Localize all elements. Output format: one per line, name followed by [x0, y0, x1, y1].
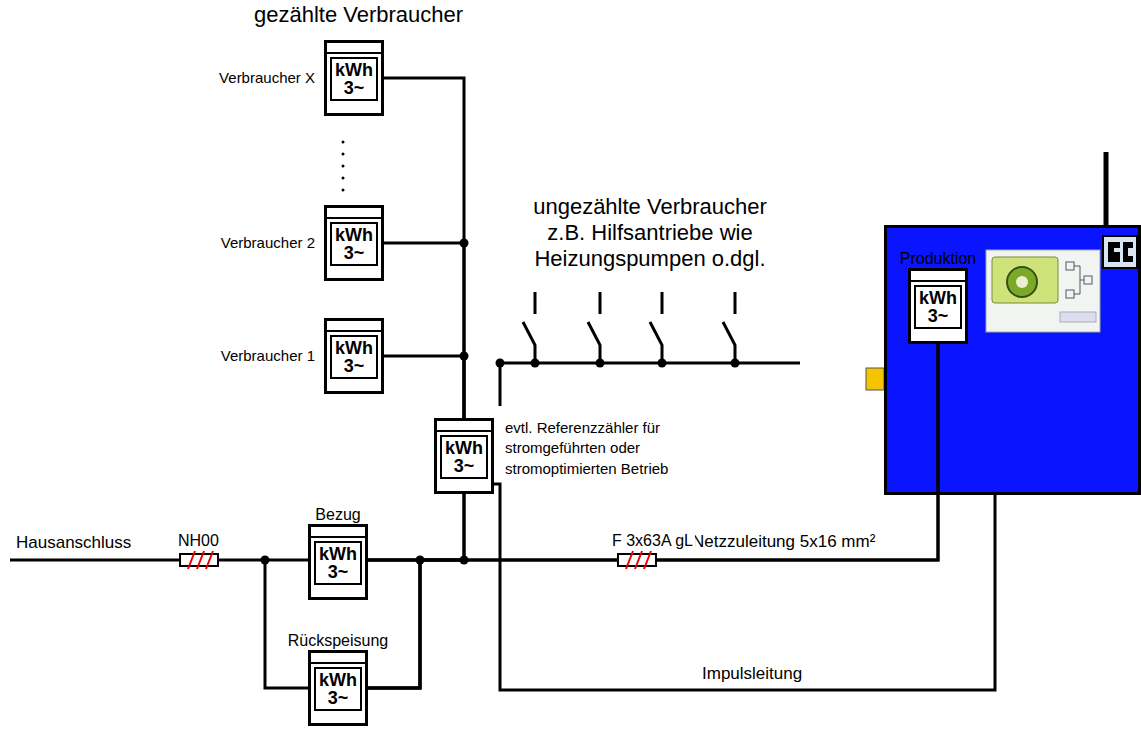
- wire-label: Impulsleitung: [700, 664, 804, 684]
- fuse-label: F 3x63A gL: [610, 531, 695, 550]
- meter-band: [311, 527, 365, 538]
- meter-band: [327, 43, 381, 54]
- meter-face: kWh 3~: [314, 541, 362, 585]
- logo-mark: [1103, 236, 1137, 268]
- meter-label: evtl. Referenzzähler für stromgeführten …: [505, 418, 710, 479]
- unmetered-note: ungezählte Verbraucher z.B. Hilfsantrieb…: [517, 194, 783, 272]
- energy-meter: evtl. Referenzzähler für stromgeführten …: [434, 418, 494, 494]
- junction-dot: [731, 359, 740, 368]
- controller-housing: [986, 250, 1100, 332]
- controller-display: [992, 257, 1058, 303]
- wire-connector: [384, 78, 464, 418]
- junction-dot: [496, 359, 505, 368]
- fuse-hatch: [188, 551, 213, 569]
- wire-connector: [368, 344, 938, 560]
- meter-face: kWh 3~: [330, 57, 378, 101]
- meter-label: Rückspeisung: [288, 631, 389, 650]
- wire-label: Netzzuleitung 5x16 mm²: [690, 532, 877, 552]
- junction-group: [261, 239, 740, 565]
- meter-band: [311, 653, 365, 664]
- energy-meter: RückspeisungkWh 3~: [308, 650, 368, 726]
- wire-connector: [384, 243, 464, 418]
- controller-picture: [986, 250, 1100, 332]
- junction-dot: [416, 556, 425, 565]
- meter-face: kWh 3~: [330, 335, 378, 379]
- energy-meter: ProduktionkWh 3~: [908, 268, 968, 344]
- switch-symbol: [523, 292, 535, 363]
- switch-symbol: [723, 292, 735, 363]
- dot: [342, 141, 345, 144]
- meter-band: [327, 321, 381, 332]
- meter-label: Verbraucher 1: [221, 347, 315, 365]
- wire-connector: [368, 494, 464, 560]
- wire-connector: [368, 560, 420, 688]
- junction-dot: [460, 556, 469, 565]
- meter-band: [327, 208, 381, 219]
- meter-face: kWh 3~: [314, 667, 362, 711]
- switch-symbol: [588, 292, 600, 363]
- controller-icon: [1066, 262, 1074, 270]
- meter-band: [911, 271, 965, 282]
- energy-meter: Verbraucher 2kWh 3~: [324, 205, 384, 281]
- wire-connector: [494, 484, 995, 690]
- service-line: [10, 559, 330, 562]
- supply-label: Hausanschluss: [14, 533, 133, 553]
- controller-icon: [1066, 290, 1074, 298]
- door-handle: [866, 368, 884, 390]
- fixed-wiring: [10, 292, 800, 688]
- junction-dot: [460, 239, 469, 248]
- junction-dot: [261, 556, 270, 565]
- controller-icon: [1084, 276, 1092, 284]
- continuation-dots: [342, 141, 345, 192]
- control-cabinet: Produktion kWh 3~: [884, 225, 1141, 495]
- meter-label: Produktion: [900, 249, 977, 268]
- auxiliary-bus: [500, 363, 800, 406]
- fuse-hatch: [626, 551, 651, 569]
- fuse-symbol: [618, 551, 656, 569]
- controller-icon-lines: [1074, 266, 1084, 294]
- antenna: [1104, 152, 1109, 226]
- junction-dot: [460, 352, 469, 361]
- logo-shape: [1108, 242, 1133, 262]
- dot: [342, 189, 345, 192]
- controller-dial-center: [1016, 276, 1028, 288]
- wire-connector: [368, 344, 938, 688]
- controller-dial: [1007, 267, 1037, 297]
- wire-connector: [368, 494, 464, 688]
- cabinet-fill: [884, 225, 1141, 495]
- junction-dot: [531, 359, 540, 368]
- dot: [342, 177, 345, 180]
- wire-connector: [384, 356, 464, 418]
- controller-badge: [1060, 312, 1096, 322]
- junction-dot: [596, 359, 605, 368]
- junction-dot: [658, 359, 667, 368]
- meter-label: Verbraucher 2: [221, 234, 315, 252]
- edge-group: [368, 78, 995, 690]
- diagram-title: gezählte Verbraucher: [252, 2, 465, 28]
- dot: [342, 153, 345, 156]
- energy-meter: Verbraucher 1kWh 3~: [324, 318, 384, 394]
- energy-meter: Verbraucher XkWh 3~: [324, 40, 384, 116]
- meter-band: [437, 421, 491, 432]
- energy-meter: BezugkWh 3~: [308, 524, 368, 600]
- meter-face: kWh 3~: [330, 222, 378, 266]
- meter-label: Bezug: [315, 505, 360, 524]
- meter-face: kWh 3~: [914, 285, 962, 329]
- meter-face: kWh 3~: [440, 435, 488, 479]
- meter-label: Verbraucher X: [219, 69, 315, 87]
- fuse-label: NH00: [176, 531, 221, 550]
- fuse-symbol: [180, 551, 218, 569]
- logo-frame: [1103, 236, 1137, 268]
- switch-symbol: [650, 292, 662, 363]
- dot: [342, 165, 345, 168]
